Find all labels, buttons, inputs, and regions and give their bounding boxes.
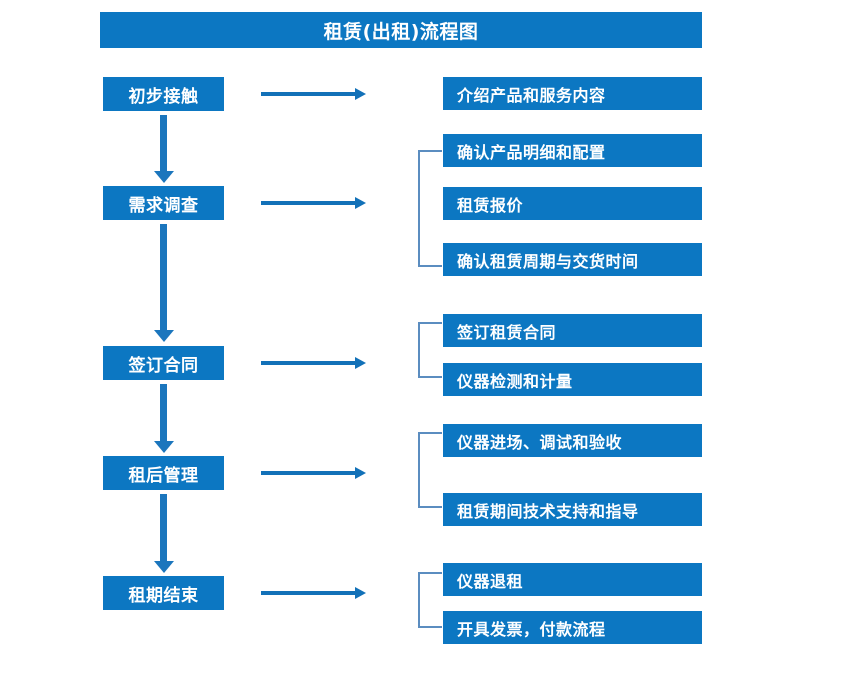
- task-group-bracket-2: [418, 150, 442, 267]
- task-box-4-1[interactable]: 仪器进场、调试和验收: [443, 424, 702, 457]
- task-box-5-1[interactable]: 仪器退租: [443, 563, 702, 596]
- right-arrow-icon-stage2: [261, 196, 366, 210]
- stage-box-1[interactable]: 初步接触: [103, 77, 224, 111]
- stage-box-2[interactable]: 需求调查: [103, 186, 224, 220]
- right-arrow-icon-stage4: [261, 466, 366, 480]
- right-arrow-icon-stage1: [261, 87, 366, 101]
- task-box-3-1[interactable]: 签订租赁合同: [443, 314, 702, 347]
- down-arrow-icon-stage1-stage2: [154, 115, 174, 183]
- down-arrow-icon-stage4-stage5: [154, 494, 174, 574]
- task-box-2-1[interactable]: 确认产品明细和配置: [443, 134, 702, 167]
- task-group-bracket-5: [418, 572, 442, 628]
- stage-box-3[interactable]: 签订合同: [103, 346, 224, 380]
- stage-box-4[interactable]: 租后管理: [103, 456, 224, 490]
- task-group-bracket-4: [418, 432, 442, 508]
- task-box-2-3[interactable]: 确认租赁周期与交货时间: [443, 243, 702, 276]
- down-arrow-icon-stage3-stage4: [154, 384, 174, 454]
- stage-box-5[interactable]: 租期结束: [103, 576, 224, 610]
- down-arrow-icon-stage2-stage3: [154, 224, 174, 344]
- task-box-2-2[interactable]: 租赁报价: [443, 187, 702, 220]
- task-box-5-2[interactable]: 开具发票，付款流程: [443, 611, 702, 644]
- task-group-bracket-3: [418, 322, 442, 378]
- right-arrow-icon-stage5: [261, 586, 366, 600]
- task-box-1-1[interactable]: 介绍产品和服务内容: [443, 77, 702, 110]
- task-box-3-2[interactable]: 仪器检测和计量: [443, 363, 702, 396]
- page-title: 租赁(出租)流程图: [100, 12, 702, 48]
- task-box-4-2[interactable]: 租赁期间技术支持和指导: [443, 493, 702, 526]
- right-arrow-icon-stage3: [261, 356, 366, 370]
